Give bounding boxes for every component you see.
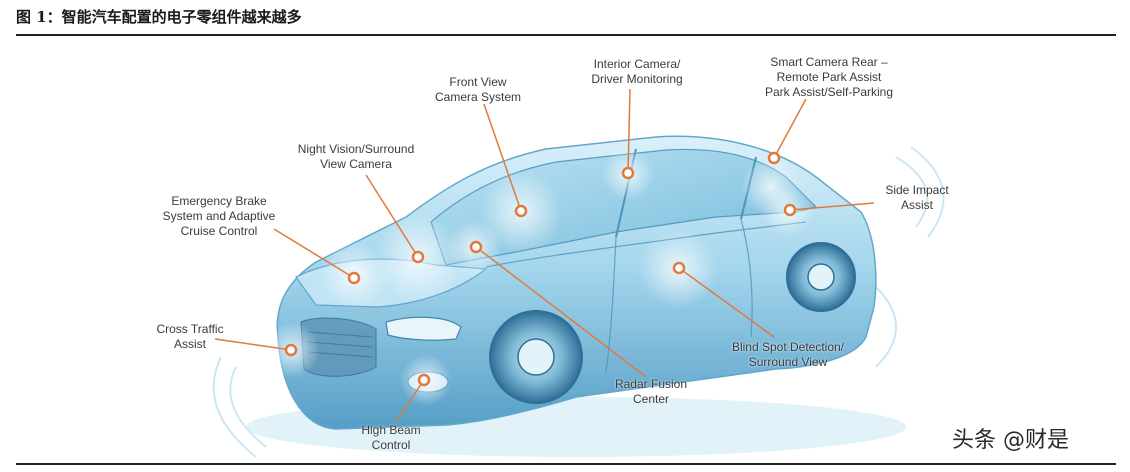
sensor-marker-high-beam — [417, 373, 431, 387]
bottom-rule — [16, 463, 1116, 465]
figure-title: 图 1：智能汽车配置的电子零组件越来越多 — [16, 8, 302, 26]
sensor-marker-front-view-camera — [514, 204, 528, 218]
sensor-marker-blind-spot — [672, 261, 686, 275]
label-side-impact: Side Impact Assist — [885, 183, 949, 212]
sensor-marker-side-impact — [783, 203, 797, 217]
label-cross-traffic: Cross Traffic Assist — [156, 322, 224, 351]
label-high-beam: High Beam Control — [361, 423, 421, 452]
label-front-view-camera: Front View Camera System — [434, 75, 522, 104]
sensor-markers — [284, 151, 797, 387]
label-emergency-brake: Emergency Brake System and Adaptive Crui… — [162, 194, 276, 238]
label-interior-camera: Interior Camera/ Driver Monitoring — [591, 57, 683, 86]
front-wheel — [489, 310, 583, 404]
top-rule — [16, 34, 1116, 36]
sensor-marker-emergency-brake — [347, 271, 361, 285]
sensor-marker-interior-camera — [621, 166, 635, 180]
sensor-marker-radar-fusion — [469, 240, 483, 254]
sensor-marker-night-vision — [411, 250, 425, 264]
callout-lines — [214, 88, 875, 422]
car-graphic — [212, 88, 945, 458]
label-smart-camera-rear: Smart Camera Rear – Remote Park Assist P… — [764, 55, 894, 99]
sensor-marker-smart-camera-rear — [767, 151, 781, 165]
rear-wheel — [786, 242, 856, 312]
label-night-vision: Night Vision/Surround View Camera — [297, 142, 415, 171]
car-illustration: Front View Camera System Interior Camera… — [16, 37, 1116, 461]
label-blind-spot: Blind Spot Detection/ Surround View — [731, 340, 845, 369]
label-radar-fusion: Radar Fusion Center — [614, 377, 688, 406]
sensor-waves — [212, 146, 945, 458]
sensor-marker-cross-traffic — [284, 343, 298, 357]
watermark: 头条 @财是 — [952, 428, 1069, 453]
